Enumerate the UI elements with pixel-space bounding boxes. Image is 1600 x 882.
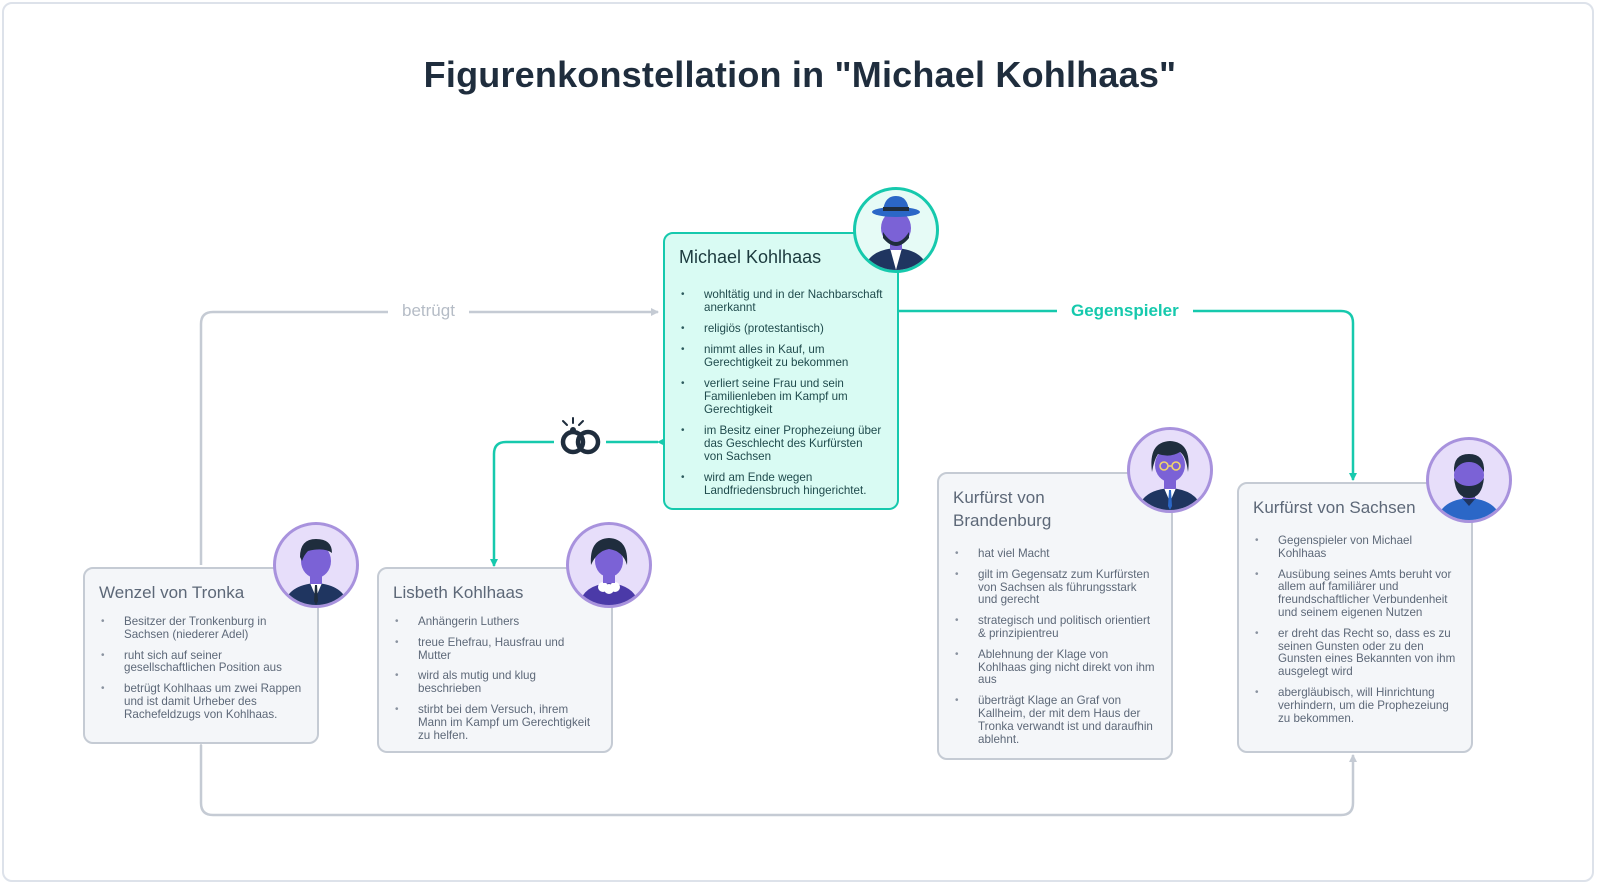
trait-item: wird als mutig und klug beschrieben — [393, 670, 597, 696]
card-title: Lisbeth Kohlhaas — [393, 583, 524, 602]
avatar-michael-kohlhaas — [853, 187, 939, 273]
man-with-hat-icon — [864, 196, 928, 270]
trait-item: ruht sich auf seiner gesellschaftlichen … — [99, 649, 303, 676]
avatar-lisbeth-kohlhaas — [566, 522, 652, 608]
trait-item: Ausübung seines Amts beruht vor allem au… — [1253, 568, 1457, 620]
avatar-kurfuerst-von-sachsen — [1426, 437, 1512, 523]
avatar-kurfuerst-von-brandenburg — [1127, 427, 1213, 513]
trait-item: treue Ehefrau, Hausfrau und Mutter — [393, 636, 597, 663]
card-wenzel-von-tronka: Wenzel von Tronka Besitzer der Tronkenbu… — [83, 567, 319, 744]
trait-list: Anhängerin Luthers treue Ehefrau, Hausfr… — [393, 615, 597, 742]
bearded-man-icon — [1437, 454, 1501, 520]
wedding-rings-icon — [554, 417, 606, 456]
trait-item: abergläubisch, will Hinrichtung verhinde… — [1253, 686, 1457, 725]
trait-item: hat viel Macht — [953, 547, 1157, 561]
trait-item: stirbt bei dem Versuch, ihrem Mann im Ka… — [393, 703, 597, 742]
card-title: Kurfürst von Brandenburg — [953, 488, 1052, 530]
woman-icon — [579, 538, 639, 605]
man-with-glasses-icon — [1138, 441, 1202, 510]
avatar-wenzel-von-tronka — [273, 522, 359, 608]
trait-item: wohltätig und in der Nachbarschaft anerk… — [679, 288, 883, 315]
line-marriage — [490, 438, 665, 567]
trait-item: er dreht das Recht so, dass es zu seinen… — [1253, 627, 1457, 679]
trait-list: Besitzer der Tronkenburg in Sachsen (nie… — [99, 615, 303, 722]
trait-item: Gegenspieler von Michael Kohlhaas — [1253, 534, 1457, 561]
card-kurfuerst-von-brandenburg: Kurfürst von Brandenburg hat viel Macht … — [937, 472, 1173, 760]
line-gegenspieler — [898, 309, 1357, 481]
card-michael-kohlhaas: Michael Kohlhaas wohltätig und in der Na… — [663, 232, 899, 510]
diagram-title: Figurenkonstellation in "Michael Kohlhaa… — [423, 54, 1177, 95]
card-title: Kurfürst von Sachsen — [1253, 498, 1416, 517]
man-in-suit-icon — [284, 539, 348, 605]
trait-item: überträgt Klage an Graf von Kallheim, de… — [953, 694, 1157, 746]
trait-item: verliert seine Frau und sein Familienleb… — [679, 378, 883, 417]
card-lisbeth-kohlhaas: Lisbeth Kohlhaas Anhängerin Luthers treu… — [377, 567, 613, 753]
card-title: Michael Kohlhaas — [679, 247, 822, 267]
trait-item: wird am Ende wegen Landfriedensbruch hin… — [679, 471, 883, 498]
trait-item: Besitzer der Tronkenburg in Sachsen (nie… — [99, 615, 303, 642]
trait-item: strategisch und politisch orientiert & p… — [953, 614, 1157, 641]
trait-list: Gegenspieler von Michael Kohlhaas Ausübu… — [1253, 534, 1457, 725]
trait-item: im Besitz einer Prophezeiung über das Ge… — [679, 424, 883, 463]
card-kurfuerst-von-sachsen: Kurfürst von Sachsen Gegenspieler von Mi… — [1237, 482, 1473, 753]
trait-list: hat viel Macht gilt im Gegensatz zum Kur… — [953, 547, 1157, 746]
trait-list: wohltätig und in der Nachbarschaft anerk… — [679, 288, 883, 498]
trait-item: betrügt Kohlhaas um zwei Rappen und ist … — [99, 682, 303, 721]
trait-item: Anhängerin Luthers — [393, 615, 597, 629]
trait-item: nimmt alles in Kauf, um Gerechtigkeit zu… — [679, 344, 883, 370]
label-gegenspieler: Gegenspieler — [1057, 301, 1193, 321]
line-betruegt — [199, 308, 659, 565]
trait-item: Ablehnung der Klage von Kohlhaas ging ni… — [953, 648, 1157, 687]
card-title: Wenzel von Tronka — [99, 583, 245, 602]
trait-item: gilt im Gegensatz zum Kurfürsten von Sac… — [953, 568, 1157, 607]
trait-item: religiös (protestantisch) — [679, 322, 883, 336]
label-betruegt: betrügt — [388, 301, 469, 321]
line-bottom — [197, 738, 1357, 817]
